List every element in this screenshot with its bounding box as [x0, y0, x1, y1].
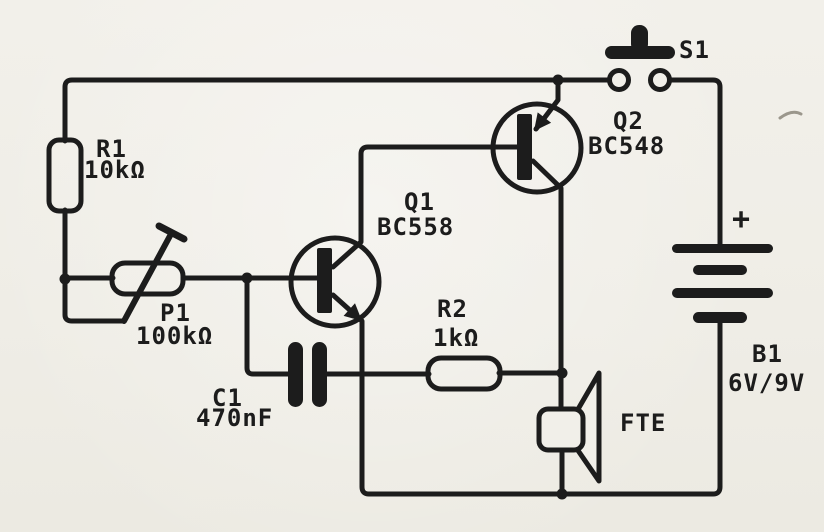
junction-dot-r2-speaker [556, 367, 568, 379]
c1-left-plate [288, 342, 303, 407]
wire-top-rail [62, 77, 613, 144]
b1-polarity-label: + [732, 202, 751, 237]
capacitor-c1-symbol [288, 342, 327, 407]
resistor-r1-symbol [46, 137, 84, 214]
junction-dot-q1-base [241, 272, 253, 284]
wire-q1-to-q2-base [330, 144, 522, 270]
c1-ref-label: C1 [212, 384, 243, 412]
speaker-fte-symbol [536, 370, 602, 484]
wire-s1-to-battery [665, 77, 723, 249]
p1-value-label: 100kΩ [136, 322, 214, 350]
scan-smudge-artifact [778, 110, 803, 120]
wire-node-to-c1 [244, 278, 292, 377]
junction-dot-top-rail [552, 74, 564, 86]
q2-envelope-circle [490, 101, 584, 195]
q2-ref-label: Q2 [613, 107, 644, 135]
s1-button-stem [631, 25, 648, 52]
b1-plate-long-1 [672, 244, 773, 253]
s1-button-bar [605, 46, 675, 59]
r2-ref-label: R2 [437, 295, 468, 323]
potentiometer-p1-symbol [109, 260, 186, 297]
q2-base-bar [517, 114, 532, 180]
wire-p1-wiper-loop [62, 279, 127, 324]
s1-ref-label: S1 [679, 36, 710, 64]
wires [62, 77, 723, 497]
b1-plate-short-1 [693, 265, 747, 275]
q1-envelope-circle [288, 235, 382, 329]
transistor-q2-symbol [490, 101, 584, 195]
switch-s1-symbol [605, 25, 675, 92]
wire-q2-to-speaker [530, 158, 564, 415]
r1-value-label: 10kΩ [84, 156, 146, 184]
q1-ref-label: Q1 [404, 188, 435, 216]
resistor-r2-symbol [425, 355, 503, 392]
q1-value-label: BC558 [377, 213, 455, 241]
q2-emitter-arrow [534, 112, 552, 131]
speaker-coil-box [536, 406, 586, 453]
q1-base-bar [317, 248, 332, 313]
b1-plate-long-2 [672, 288, 773, 298]
s1-right-contact [648, 68, 672, 92]
c1-right-plate [312, 342, 327, 407]
junction-dot-r1-p1 [59, 273, 71, 285]
r1-ref-label: R1 [96, 135, 127, 163]
transistor-q1-symbol [288, 235, 382, 329]
p1-wiper-tbar [155, 222, 188, 243]
b1-plate-short-2 [693, 312, 747, 323]
battery-b1-symbol [672, 244, 773, 323]
p1-wiper-arm [121, 231, 174, 324]
b1-ref-label: B1 [752, 340, 783, 368]
r2-value-label: 1kΩ [433, 324, 480, 352]
junction-dots [59, 74, 568, 500]
junction-dot-bottom-rail [556, 488, 568, 500]
q1-emitter-arrow [343, 303, 362, 321]
b1-value-label: 6V/9V [728, 369, 806, 397]
q2-value-label: BC548 [588, 132, 666, 160]
s1-left-contact [607, 68, 631, 92]
speaker-ref-label: FTE [620, 409, 667, 437]
p1-ref-label: P1 [160, 299, 191, 327]
wire-q1-emitter-bottom-rail [330, 292, 723, 497]
c1-value-label: 470nF [196, 404, 274, 432]
